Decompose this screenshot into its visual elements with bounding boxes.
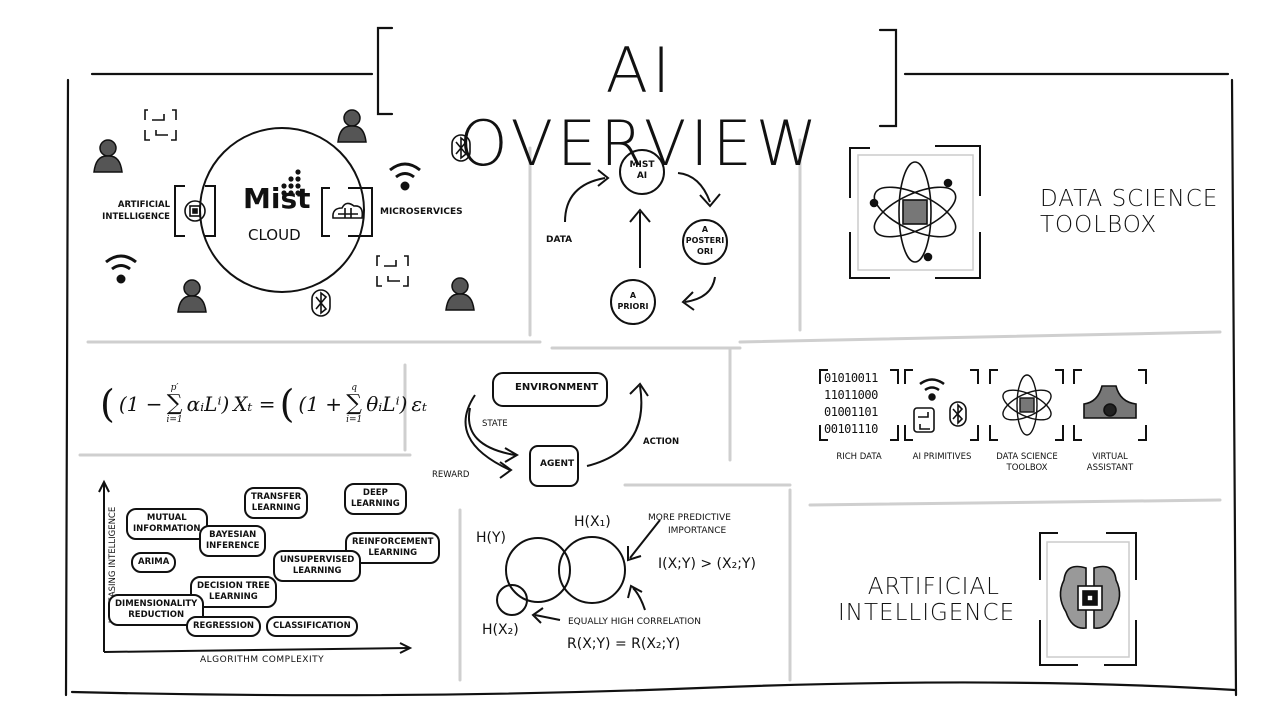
action-label: ACTION (643, 437, 680, 447)
pillar-ai-primitives-label: AI PRIMITIVES (912, 452, 972, 462)
venn-hx1 (558, 536, 626, 604)
brain-chip-icon (1059, 565, 1121, 629)
wifi-icon (919, 378, 945, 401)
microservices-label: MICROSERVICES (380, 207, 463, 217)
bluetooth-icon (451, 134, 471, 162)
environment-box (492, 372, 608, 407)
swap-icon (376, 255, 409, 287)
atom-icon (1002, 374, 1052, 436)
eq-lhs-var: Xₜ = (233, 392, 276, 416)
venn-hx1-label: H(X₁) (574, 514, 611, 530)
x-axis (103, 647, 409, 653)
cloud-icon (332, 202, 364, 219)
environment-label: ENVIRONMENT (515, 382, 599, 393)
mist-logo: Mist (243, 182, 311, 215)
state-label: STATE (482, 419, 508, 429)
mutual-info-formula: I(X;Y) > (X₂;Y) (658, 556, 756, 572)
ai-label-line2: INTELLIGENCE (102, 212, 170, 222)
arima-equation: ( (1 − p′∑i=1 αᵢLⁱ) Xₜ = ( (1 + q∑i=1 θᵢ… (100, 382, 428, 426)
eq-rhs-sum: q∑i=1 (346, 383, 363, 425)
bluetooth-icon (949, 401, 967, 427)
page-title: AI OVERVIEW (458, 34, 822, 180)
x-axis-label: ALGORITHM COMPLEXITY (200, 655, 325, 665)
algorithm-classification: CLASSIFICATION (266, 616, 358, 637)
arrow (564, 177, 606, 223)
wifi-icon (105, 254, 137, 284)
state-arrow (468, 407, 516, 456)
venn-hy-label: H(Y) (476, 530, 507, 546)
reward-label: REWARD (432, 470, 470, 480)
microservices-box (321, 187, 373, 237)
action-arrow (586, 385, 643, 467)
venn-hx2-label: H(X₂) (482, 622, 519, 638)
arrow (684, 276, 716, 303)
arrow (534, 614, 561, 621)
arrow (677, 172, 711, 203)
user-icon (177, 279, 207, 313)
virtual-assistant-icon (1083, 385, 1137, 419)
node-a-posteriori (682, 219, 728, 265)
mist-logo-dots (281, 169, 301, 196)
eq-rhs-open: (1 + (298, 392, 343, 416)
agent-label: AGENT (540, 459, 575, 469)
algorithm-regression: REGRESSION (186, 616, 262, 637)
correlation-formula: R(X;Y) = R(X₂;Y) (567, 636, 681, 652)
node-mist-ai (619, 149, 665, 195)
atom-icon (869, 161, 957, 263)
reward-arrow (464, 394, 511, 471)
arrow (629, 519, 661, 559)
wifi-icon (389, 162, 421, 191)
correlation-note: EQUALLY HIGH CORRELATION (568, 617, 701, 627)
ai-label-line1: ARTIFICIAL (117, 200, 170, 210)
user-icon (445, 277, 475, 311)
node-a-priori (610, 279, 656, 325)
swap-icon (913, 407, 935, 433)
ai-brain-box (174, 185, 216, 237)
user-icon (337, 109, 367, 143)
venn-hx2 (496, 584, 528, 616)
arrow (632, 587, 646, 611)
venn-hy (505, 537, 571, 603)
algorithm-arima: ARIMA (131, 552, 177, 573)
bluetooth-icon (311, 289, 331, 317)
eq-lhs-sum: p′∑i=1 (166, 383, 183, 425)
brain-chip-icon (184, 200, 206, 222)
pillar-rich-data-label: RICH DATA (836, 452, 882, 462)
cloud-label: CLOUD (248, 226, 301, 244)
eq-rhs-var: εₜ (411, 392, 428, 416)
swap-icon (144, 109, 177, 141)
eq-lhs-term: αᵢLⁱ) (186, 392, 230, 416)
agent-box (529, 445, 579, 487)
data-label: DATA (546, 235, 573, 245)
eq-rhs-term: θᵢLⁱ) (366, 392, 408, 416)
eq-lhs-open: (1 − (118, 392, 163, 416)
user-icon (93, 139, 123, 173)
